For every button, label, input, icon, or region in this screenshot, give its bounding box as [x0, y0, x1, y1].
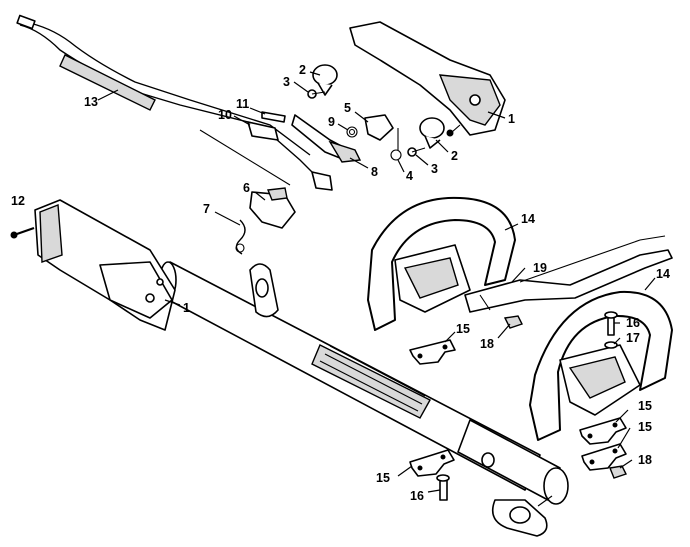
spring-7: [235, 219, 246, 255]
callout-2-top: 2: [299, 63, 306, 77]
switch-10: [247, 121, 279, 141]
callout-15-r1: 15: [638, 399, 652, 413]
leader-lines: [97, 71, 656, 493]
callout-14-top: 14: [521, 212, 535, 226]
callout-7: 7: [203, 202, 210, 216]
drive-tube: [159, 261, 569, 505]
spring-4: [390, 128, 402, 161]
screw-16-bottom: [436, 474, 450, 501]
callout-17: 17: [626, 331, 640, 345]
callout-15-r2: 15: [638, 420, 652, 434]
clamp-knob: [491, 495, 553, 537]
screw-3-top: [307, 89, 326, 99]
interlock-lever-5: [364, 114, 394, 141]
wiring-harness: [16, 14, 333, 191]
callout-1-left: 1: [183, 301, 190, 315]
screw-12: [10, 226, 35, 239]
clamp-half-mid: [409, 339, 456, 365]
callout-8: 8: [371, 165, 378, 179]
screw-16-right: [604, 311, 618, 336]
torsion-spring-9: [346, 126, 358, 138]
hose-clamp-right: [419, 117, 445, 149]
callout-15-mid: 15: [456, 322, 470, 336]
callout-15-bottom: 15: [376, 471, 390, 485]
callout-numbers: 1 1 2 2 3 3 4 5 6 7 8 9 10 11 12 13 14 1…: [11, 63, 670, 503]
callout-4: 4: [406, 169, 413, 183]
hose-clamp-top: [312, 64, 338, 96]
callout-3-top: 3: [283, 75, 290, 89]
clamp-half-r2: [581, 443, 627, 471]
callout-10: 10: [218, 108, 232, 122]
clamp-half-bottom: [409, 449, 455, 477]
clamp-half-r1: [579, 417, 627, 445]
callout-18-mid: 18: [480, 337, 494, 351]
callout-16-right: 16: [626, 316, 640, 330]
callout-14-right: 14: [656, 267, 670, 281]
callout-9: 9: [328, 115, 335, 129]
callout-16-bottom: 16: [410, 489, 424, 503]
callout-5: 5: [344, 101, 351, 115]
loop-handle-upper: [367, 196, 516, 331]
screw-3-right: [407, 147, 426, 157]
lock-lever-6: [249, 187, 296, 229]
callout-6: 6: [243, 181, 250, 195]
throttle-trigger: [291, 114, 362, 163]
handle-housing-top: [349, 21, 506, 137]
callout-11: 11: [236, 97, 249, 111]
handle-housing-left: [34, 199, 176, 331]
callout-1-top: 1: [508, 112, 515, 126]
contact-11: [261, 111, 286, 123]
callout-13: 13: [84, 95, 98, 109]
callout-2-right: 2: [451, 149, 458, 163]
callout-19: 19: [533, 261, 547, 275]
callout-18-right: 18: [638, 453, 652, 467]
loop-handle-lower: [529, 290, 673, 441]
callout-12: 12: [11, 194, 25, 208]
callout-3-right: 3: [431, 162, 438, 176]
nut-18-right: [609, 465, 627, 479]
barrier-bar: [464, 235, 673, 313]
